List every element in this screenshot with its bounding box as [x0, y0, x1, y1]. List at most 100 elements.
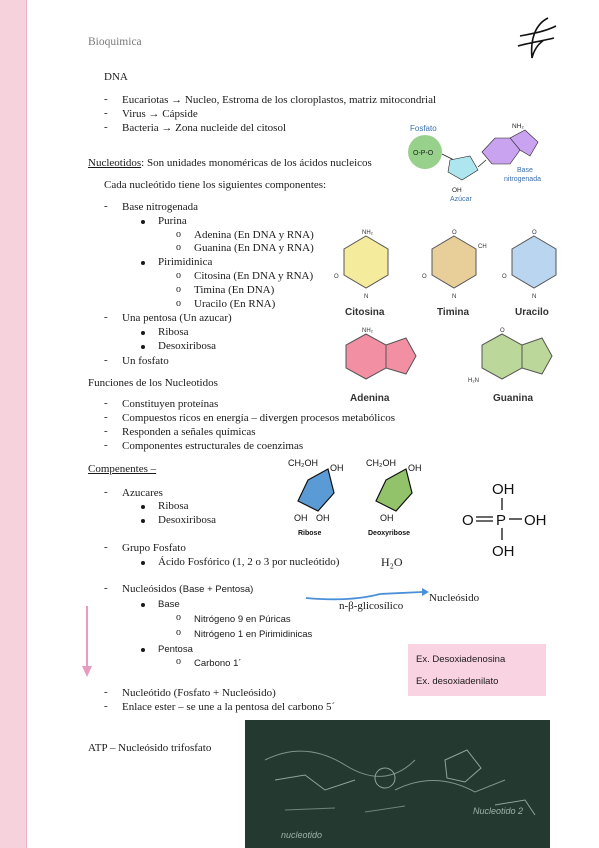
dash: -: [104, 107, 108, 119]
circle-bullet: o: [176, 612, 181, 623]
dash: -: [104, 425, 108, 437]
phosphate-structure: OH O P OH OH: [462, 481, 547, 560]
svg-text:Azúcar: Azúcar: [450, 196, 472, 203]
azucar-ribosa: Ribosa: [158, 500, 189, 512]
chalk-drawing: nucleotido Nucleotido 2: [264, 749, 536, 840]
nucleosido-label: Nucleósido: [429, 592, 480, 604]
acido-fosforico: Ácido Fosfórico (1, 2 o 3 por nucleótido…: [158, 556, 340, 568]
pentosa-label: Pentosa: [158, 644, 193, 655]
atp-title: ATP – Nucleósido trifosfato: [88, 742, 212, 754]
blackboard-photo: nucleotido Nucleotido 2: [245, 720, 550, 848]
timina-structure: O CH O N: [422, 230, 487, 300]
nucleosidos-label: Nucleósidos (: [122, 583, 183, 595]
nucleotido-def: Nucleótido (Fosfato + Nucleósido): [122, 687, 276, 699]
svg-text:CH₂OH: CH₂OH: [366, 458, 396, 468]
down-arrow-icon: [82, 606, 92, 677]
pentosa: Una pentosa (Un azucar): [122, 312, 232, 324]
guanina-structure: O H₂N: [468, 328, 553, 384]
adenina: Adenina (En DNA y RNA): [194, 229, 314, 241]
bullet: [141, 220, 145, 224]
svg-text:N: N: [532, 294, 536, 300]
citosina-label: Citosina: [345, 307, 385, 318]
nucleotidos-term: Nucleotidos: [88, 157, 142, 169]
citosina: Citosina (En DNA y RNA): [194, 270, 314, 282]
dash: -: [104, 93, 108, 105]
svg-text:OH: OH: [380, 513, 394, 523]
guanina-label: Guanina: [493, 393, 534, 404]
svg-text:OH: OH: [330, 463, 344, 473]
svg-text:N: N: [452, 294, 456, 300]
svg-text:O: O: [462, 512, 474, 529]
svg-text:P: P: [496, 512, 506, 529]
dna-title: DNA: [104, 71, 128, 83]
bullet: [141, 261, 145, 265]
svg-text:O: O: [500, 328, 505, 334]
dash: -: [104, 700, 108, 712]
svg-text:OH: OH: [492, 543, 515, 560]
circle-bullet: o: [176, 627, 181, 638]
svg-text:O: O: [422, 274, 427, 280]
enlace-ester: Enlace ester – se une a la pentosa del c…: [122, 701, 336, 713]
svg-text:OH: OH: [452, 187, 462, 194]
dash: -: [104, 311, 108, 323]
bullet: [141, 648, 145, 652]
adenina-label: Adenina: [350, 393, 390, 404]
svg-text:OH: OH: [316, 513, 330, 523]
dna-item-virus: Virus → Cápside: [122, 108, 198, 120]
timina-label: Timina: [437, 307, 470, 318]
svg-text:O: O: [532, 230, 537, 236]
svg-text:Ribose: Ribose: [298, 530, 321, 537]
svg-text:N: N: [364, 294, 368, 300]
azucares: Azucares: [122, 487, 163, 499]
svg-text:O: O: [334, 274, 339, 280]
nucleotidos-definition: Nucleotidos: Son unidades monoméricas de…: [88, 157, 372, 170]
svg-text:OH: OH: [408, 463, 422, 473]
svg-text:CH₂OH: CH₂OH: [288, 458, 318, 468]
fosfato: Un fosfato: [122, 355, 169, 367]
svg-text:NH₂: NH₂: [512, 123, 524, 130]
bullet: [141, 561, 145, 565]
pirimidinica: Pirimidinica: [158, 256, 213, 268]
funcion-item: Componentes estructurales de coenzimas: [122, 440, 304, 452]
desoxiribosa: Desoxiribosa: [158, 340, 217, 352]
grupo-fosfato: Grupo Fosfato: [122, 542, 186, 554]
adenina-structure: NH₂: [345, 328, 417, 380]
dash: -: [104, 582, 108, 594]
funcion-item: Constituyen proteínas: [122, 398, 219, 410]
example-1: Ex. Desoxiadenosina: [416, 654, 506, 665]
dash: -: [104, 411, 108, 423]
circle-bullet: o: [176, 242, 181, 253]
dash: -: [104, 541, 108, 553]
timina: Timina (En DNA): [194, 284, 275, 296]
svg-text:Fosfato: Fosfato: [410, 124, 437, 133]
svg-text:OH: OH: [524, 512, 547, 529]
svg-text:Base: Base: [517, 167, 533, 174]
svg-text:NH₂: NH₂: [362, 230, 374, 236]
dash: -: [104, 121, 108, 133]
nitrogeno-1: Nitrógeno 1 en Pirimidinicas: [194, 629, 313, 640]
azucar-desoxiribosa: Desoxiribosa: [158, 514, 217, 526]
purina: Purina: [158, 215, 187, 227]
bullet: [141, 603, 145, 607]
base-nitrogenada: Base nitrogenada: [122, 201, 199, 213]
ribosa: Ribosa: [158, 326, 189, 338]
example-2: Ex. desoxiadenilato: [416, 676, 499, 687]
svg-text:O: O: [502, 274, 507, 280]
dash: -: [104, 200, 108, 212]
citosina-structure: NH₂ O N: [334, 230, 389, 300]
water-label: H₂O: [381, 555, 403, 569]
svg-text:Nucleotido 2: Nucleotido 2: [473, 806, 523, 816]
bullet: [141, 505, 145, 509]
svg-text:OH: OH: [294, 513, 308, 523]
uracilo: Uracilo (En RNA): [194, 298, 276, 310]
dash: -: [104, 486, 108, 498]
page-margin-strip: [0, 0, 27, 848]
nucleosidos-formula: Base + Pentosa): [182, 584, 254, 595]
reaction-arrow: [305, 588, 429, 601]
funcion-item: Responden a señales químicas: [122, 426, 256, 438]
svg-text:Deoxyribose: Deoxyribose: [368, 530, 410, 537]
glicosilico-label: n-β-glicosílico: [339, 600, 404, 612]
svg-text:nucleotido: nucleotido: [281, 830, 322, 840]
circle-bullet: o: [176, 229, 181, 240]
dna-item-bacteria: Bacteria → Zona nucleide del citosol: [122, 122, 287, 134]
